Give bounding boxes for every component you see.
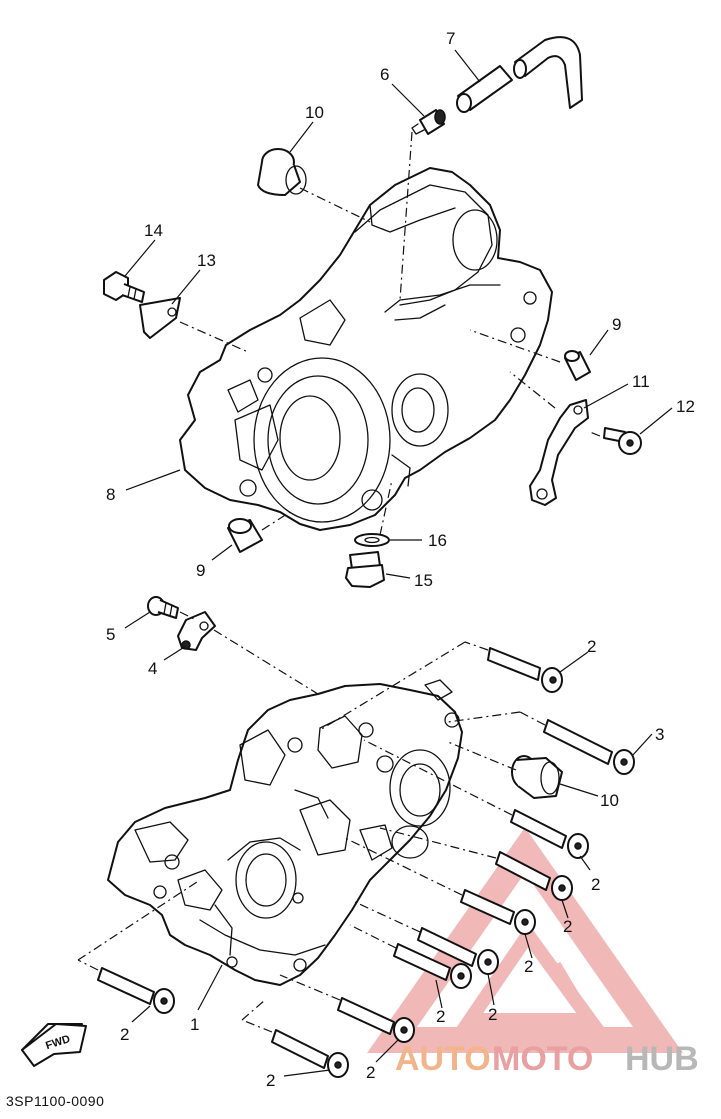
part-2-bolt-i (271, 1029, 349, 1078)
label-9-upper: 9 (612, 315, 621, 334)
upper-leader-lines (124, 49, 673, 579)
watermark-auto: AUTO (395, 1040, 491, 1078)
label-2-d: 2 (524, 957, 533, 976)
part-15-drain-plug (345, 551, 385, 588)
label-2-g: 2 (120, 1025, 129, 1044)
label-6: 6 (380, 65, 389, 84)
label-16: 16 (428, 531, 447, 550)
fwd-arrow-icon: FWD (21, 1023, 87, 1067)
part-10-lower-bushing (511, 755, 563, 799)
lower-leader-lines (77, 611, 653, 1077)
label-2-f: 2 (436, 1007, 445, 1026)
label-1: 1 (190, 1015, 199, 1034)
label-5: 5 (106, 625, 115, 644)
label-2-e: 2 (488, 1005, 497, 1024)
label-9-lower: 9 (196, 561, 205, 580)
part-6-fitting (411, 109, 446, 135)
label-2-a: 2 (587, 637, 596, 656)
label-10-upper: 10 (305, 103, 324, 122)
part-12-bolt (603, 427, 642, 455)
part-3-bolt (543, 719, 635, 775)
part-14-bolt (103, 271, 145, 303)
label-12: 12 (676, 397, 695, 416)
left-crankcase-half (179, 167, 553, 531)
watermark-logo: AUTO MOTO HUB (395, 1040, 699, 1078)
label-4: 4 (148, 659, 157, 678)
part-2-bolt-b (510, 809, 589, 859)
label-2-h: 2 (366, 1063, 375, 1082)
label-14: 14 (144, 221, 163, 240)
watermark-hub: HUB (625, 1040, 699, 1078)
label-2-c: 2 (563, 917, 572, 936)
label-3: 3 (655, 725, 664, 744)
part-4-clamp (177, 611, 216, 651)
label-2-i: 2 (266, 1071, 275, 1090)
part-2-bolt-d (460, 889, 536, 935)
label-7: 7 (446, 29, 455, 48)
label-15: 15 (414, 571, 433, 590)
label-13: 13 (197, 251, 216, 270)
part-2-bolt-e (417, 927, 499, 975)
part-9-dowel-lower (227, 518, 263, 553)
watermark-moto: MOTO (492, 1040, 593, 1078)
right-crankcase-half (107, 679, 463, 986)
part-labels: 7 6 10 14 13 9 11 12 8 16 9 15 5 2 4 3 1… (106, 29, 695, 1090)
part-9-dowel-right (564, 350, 591, 381)
label-2-b: 2 (591, 875, 600, 894)
part-2-bolt-c (495, 851, 573, 901)
part-2-bolt-h (337, 997, 415, 1043)
part-13-plate (139, 297, 181, 339)
part-16-washer (354, 533, 390, 547)
label-10-lower: 10 (600, 791, 619, 810)
part-7-hose (456, 36, 583, 113)
label-11: 11 (632, 372, 650, 391)
part-2-bolt-f (393, 943, 472, 989)
label-8: 8 (106, 485, 115, 504)
drawing-code: 3SP1100-0090 (6, 1093, 104, 1109)
part-5-bolt (147, 596, 179, 619)
part-11-bracket (529, 399, 589, 506)
part-2-bolt-g (97, 967, 175, 1014)
part-10-upper-bushing (257, 148, 307, 196)
part-2-bolt-a (487, 647, 563, 693)
